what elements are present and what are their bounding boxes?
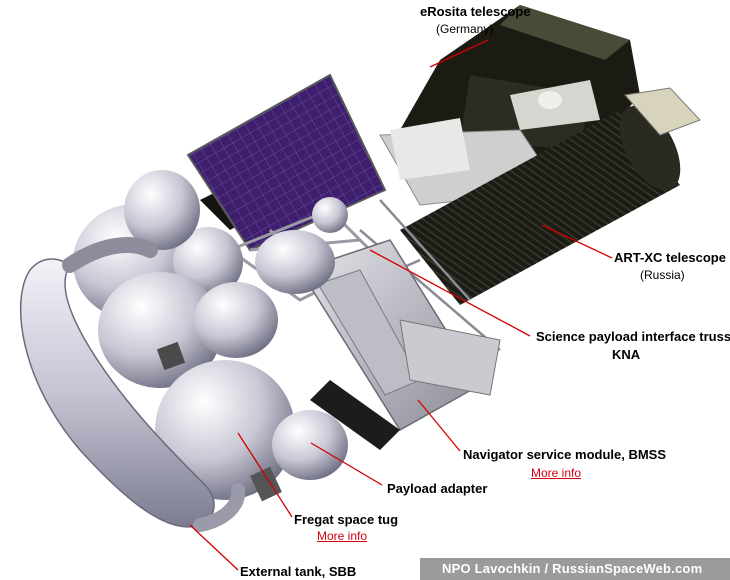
fregat-tug [73, 170, 348, 502]
tank-label: External tank, SBB [240, 564, 357, 579]
artxc-country: (Russia) [640, 268, 685, 282]
navigator-module [298, 239, 501, 450]
solar-panel [186, 73, 387, 252]
credit-bar [420, 558, 730, 580]
credit-text: NPO Lavochkin / RussianSpaceWeb.com [442, 561, 703, 576]
external-tank [19, 237, 246, 532]
fregat-more-info-link[interactable]: More info [317, 529, 368, 543]
navigator-label: Navigator service module, BMSS [463, 447, 667, 462]
truss-label: Science payload interface truss [536, 329, 730, 344]
leader-lines [189, 39, 613, 571]
erosita-label: eRosita telescope [420, 4, 531, 19]
navigator-more-info-link[interactable]: More info [531, 466, 582, 480]
erosita-country: (Germany) [436, 22, 494, 36]
fregat-label: Fregat space tug [294, 512, 399, 527]
artxc-label: ART-XC telescope [614, 250, 726, 265]
adapter-label: Payload adapter [387, 481, 488, 496]
truss-code: KNA [612, 347, 641, 362]
